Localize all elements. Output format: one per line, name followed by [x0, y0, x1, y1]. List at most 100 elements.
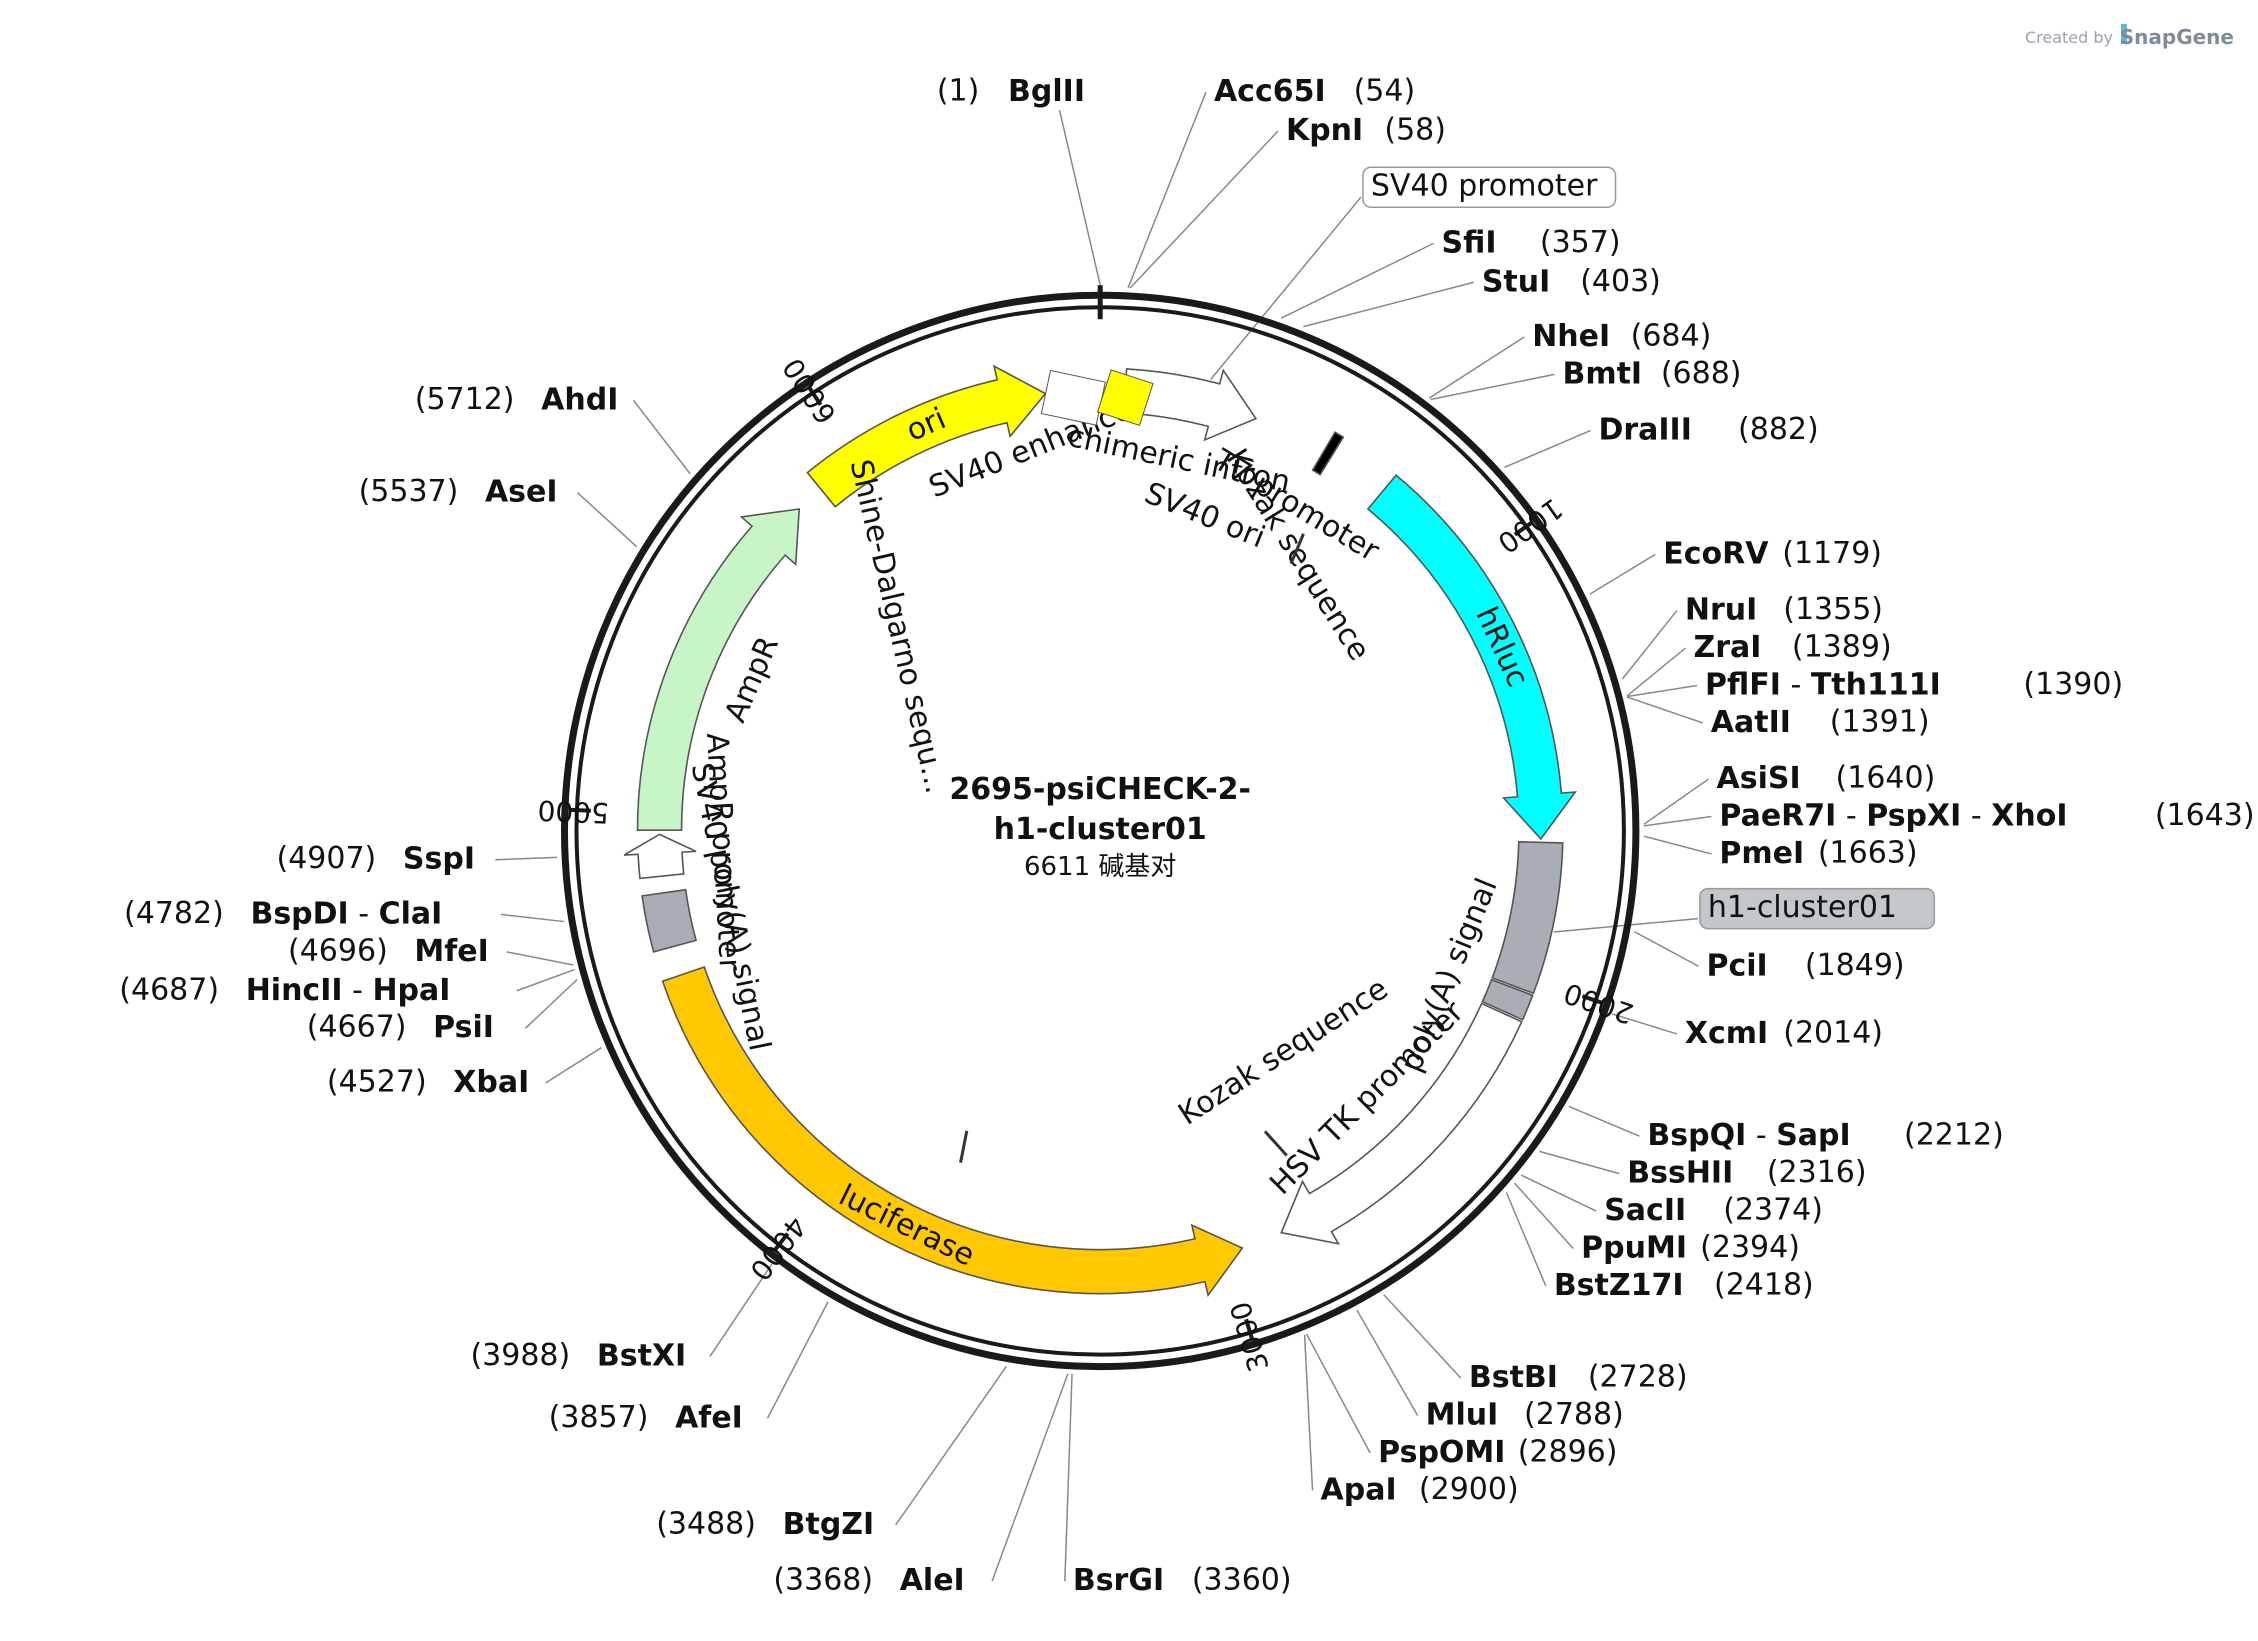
- sv40-ori-box[interactable]: [1096, 369, 1154, 427]
- site-position: (3368): [773, 1563, 873, 1598]
- site-aatii[interactable]: (1391)AatII: [1711, 704, 1930, 739]
- feature-chimeric-intron[interactable]: [1123, 368, 1258, 442]
- site-btgzi[interactable]: (3488)BtgZI: [656, 1507, 874, 1542]
- site-bsrgi[interactable]: (3360)BsrGI: [1073, 1563, 1292, 1598]
- callout-sv40-promoter[interactable]: SV40 promoter: [1362, 166, 1617, 208]
- site-sfii[interactable]: (357)SfiI: [1441, 225, 1620, 260]
- site-draiii[interactable]: (882) DraIII: [1598, 412, 1818, 447]
- site-enzyme-name: KpnI: [1286, 113, 1363, 148]
- site-position: (403): [1580, 264, 1661, 299]
- site-position: (2394): [1700, 1230, 1800, 1265]
- site-enzyme-name: HpaI: [372, 972, 450, 1007]
- site-zrai[interactable]: (1389)ZraI: [1694, 630, 1892, 665]
- site-asisi[interactable]: (1640)AsiSI: [1717, 761, 1936, 796]
- tick-4000: [773, 1232, 790, 1251]
- site-nhei[interactable]: (684)NheI: [1532, 318, 1711, 353]
- site-enzyme-name: SacII: [1604, 1193, 1686, 1228]
- site-ahdi[interactable]: (5712)AhdI: [415, 382, 619, 417]
- site-name: NheI: [1532, 318, 1610, 353]
- site-pmei[interactable]: (1663)PmeI: [1719, 835, 1917, 870]
- site-kpni[interactable]: (58)KpnI: [1286, 113, 1446, 148]
- feature-hrluc[interactable]: [1366, 474, 1577, 841]
- site-name: BmtI: [1562, 356, 1642, 391]
- callout-box: [1699, 887, 1936, 930]
- site-position: (2900): [1419, 1472, 1519, 1507]
- site-bglii[interactable]: (1)BglII: [937, 74, 1085, 109]
- site-bspqi-sapi[interactable]: (2212)BspQI - SapI: [1647, 1118, 2003, 1153]
- site-enzyme-name: BglII: [1008, 74, 1085, 109]
- site-pcii[interactable]: (1849)PciI: [1706, 948, 1904, 983]
- feature-h1-cluster01[interactable]: [1491, 840, 1564, 995]
- site-hincii-hpai[interactable]: (4687)HincII - HpaI: [119, 972, 450, 1007]
- site-name: NruI: [1685, 592, 1757, 627]
- sv40-enhancer-box[interactable]: [1040, 369, 1106, 426]
- site-xbai[interactable]: (4527)XbaI: [327, 1064, 529, 1099]
- site-bstbi[interactable]: (2728)BstBI: [1469, 1360, 1688, 1395]
- site-bstxi[interactable]: (3988)BstXI: [470, 1338, 686, 1373]
- leader-line: [1611, 1013, 1678, 1035]
- leader-line: [1643, 815, 1712, 827]
- site-position: (882): [1738, 412, 1819, 447]
- site-bmti[interactable]: (688)BmtI: [1562, 356, 1741, 391]
- site-acc65i[interactable]: (54) Acc65I: [1214, 74, 1415, 109]
- site-name: PaeR7I - PspXI - XhoI: [1719, 798, 2067, 833]
- site-position: (1355): [1783, 592, 1883, 627]
- plasmid-name-line1: 2695-psiCHECK-2-: [949, 772, 1251, 807]
- site-xcmi[interactable]: (2014)XcmI: [1685, 1015, 1883, 1050]
- credit-created-by: Created by: [2025, 28, 2113, 47]
- feature-ampr-promoter[interactable]: [623, 833, 697, 880]
- leader-line: [1626, 696, 1704, 724]
- site-bstz17i[interactable]: (2418)BstZ17I: [1554, 1267, 1814, 1302]
- site-bspdi-clai[interactable]: (4782)BspDI - ClaI: [124, 896, 442, 931]
- site-name: PciI: [1706, 948, 1767, 983]
- plasmid-backbone: [561, 285, 1640, 1371]
- callout-h1-cluster01[interactable]: h1-cluster01: [1699, 887, 1936, 930]
- feature-sv40-poly-a-signal[interactable]: [641, 888, 698, 953]
- feature-t7-promoter[interactable]: [1311, 431, 1345, 476]
- site-ecorv[interactable]: (1179)EcoRV: [1663, 536, 1882, 571]
- site-psii[interactable]: (4667)PsiI: [307, 1010, 494, 1045]
- site-name: BglII: [1008, 74, 1085, 109]
- feature-ori[interactable]: [806, 364, 1047, 508]
- site-asei[interactable]: (5537)AseI: [359, 474, 558, 509]
- site-stui[interactable]: (403)StuI: [1482, 264, 1661, 299]
- site-enzyme-name: Acc65I: [1214, 74, 1326, 109]
- site-mfei[interactable]: (4696)MfeI: [288, 933, 489, 968]
- site-name: KpnI: [1286, 113, 1363, 148]
- site-pspomi[interactable]: (2896)PspOMI: [1378, 1435, 1617, 1470]
- site-sacii[interactable]: (2374)SacII: [1604, 1193, 1823, 1228]
- feature-ampr[interactable]: [636, 508, 801, 832]
- site-ppumi[interactable]: (2394)PpuMI: [1581, 1230, 1800, 1265]
- site-name: SspI: [403, 841, 475, 876]
- site-alei[interactable]: (3368)AleI: [773, 1563, 964, 1598]
- site-apai[interactable]: (2900)ApaI: [1321, 1472, 1519, 1507]
- site-enzyme-name: BspDI: [250, 896, 348, 931]
- site-bsshii[interactable]: (2316)BssHII: [1627, 1155, 1866, 1190]
- inner-mark-0: [1289, 533, 1305, 565]
- site-position: (1390): [2023, 667, 2123, 702]
- leader-line: [1520, 1174, 1597, 1212]
- site-name: BssHII: [1627, 1155, 1733, 1190]
- site-position: (54): [1354, 74, 1416, 109]
- site-sspi[interactable]: (4907)SspI: [276, 841, 475, 876]
- feature-luciferase[interactable]: [661, 965, 1244, 1298]
- site-paer7i-pspxi-xhoi[interactable]: (1643)PaeR7I - PspXI - XhoI: [1719, 798, 2254, 833]
- feature-hsv-tk-promoter[interactable]: [1280, 1002, 1523, 1245]
- tick-2000: [1581, 994, 1602, 1005]
- site-enzyme-name: DraIII: [1598, 412, 1691, 447]
- site-name: AatII: [1711, 704, 1791, 739]
- leader-line: [1280, 242, 1434, 319]
- feature-poly-a-signal[interactable]: [1481, 978, 1534, 1021]
- site-name: PspOMI: [1378, 1435, 1505, 1470]
- site-position: (5537): [359, 474, 459, 509]
- site-mlui[interactable]: (2788)MluI: [1426, 1397, 1624, 1432]
- site-position: (2418): [1714, 1267, 1814, 1302]
- site-position: (4667): [307, 1010, 407, 1045]
- site-nrui[interactable]: (1355) NruI: [1685, 592, 1883, 627]
- callout-label: SV40 promoter: [1371, 169, 1598, 204]
- site-afei[interactable]: (3857)AfeI: [549, 1400, 743, 1435]
- site-position: (357): [1540, 225, 1621, 260]
- site-pflfi-tth111i[interactable]: (1390)PflFI - Tth111I: [1705, 667, 2123, 702]
